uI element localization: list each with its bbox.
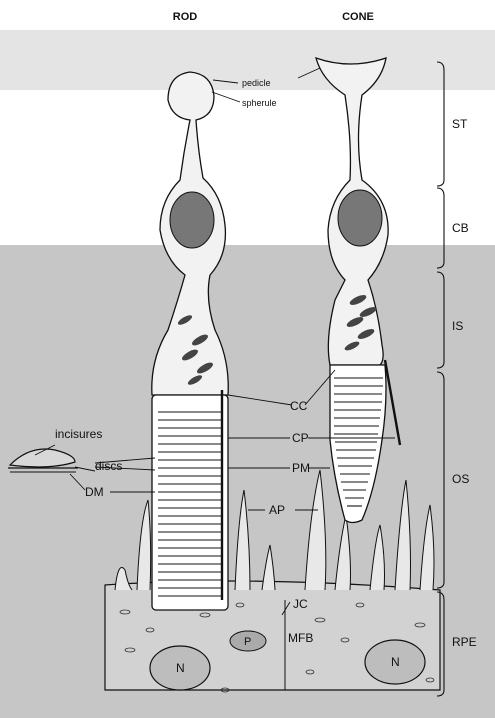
cb-label: CB — [452, 221, 469, 235]
n-left-label: N — [176, 661, 185, 675]
mfb-label: MFB — [288, 631, 313, 645]
ap-label: AP — [269, 503, 285, 517]
cone-nucleus — [338, 190, 382, 246]
st-label: ST — [452, 117, 468, 131]
rod-outer-segment — [152, 395, 228, 610]
spherule-label: spherule — [242, 98, 277, 108]
discs-label: discs — [95, 459, 122, 473]
pm-label: PM — [292, 461, 310, 475]
rod-title: ROD — [173, 11, 198, 23]
rod-nucleus — [170, 192, 214, 248]
n-right-label: N — [391, 655, 400, 669]
incisures-label: incisures — [55, 427, 102, 441]
pedicle-label: pedicle — [242, 78, 271, 88]
rpe-label: RPE — [452, 635, 477, 649]
cp-label: CP — [292, 431, 309, 445]
dm-label: DM — [85, 485, 104, 499]
p-label: P — [244, 636, 251, 648]
cc-label: CC — [290, 399, 308, 413]
os-label: OS — [452, 472, 469, 486]
cone-title: CONE — [342, 11, 374, 23]
is-label: IS — [452, 319, 463, 333]
jc-label: JC — [293, 597, 308, 611]
